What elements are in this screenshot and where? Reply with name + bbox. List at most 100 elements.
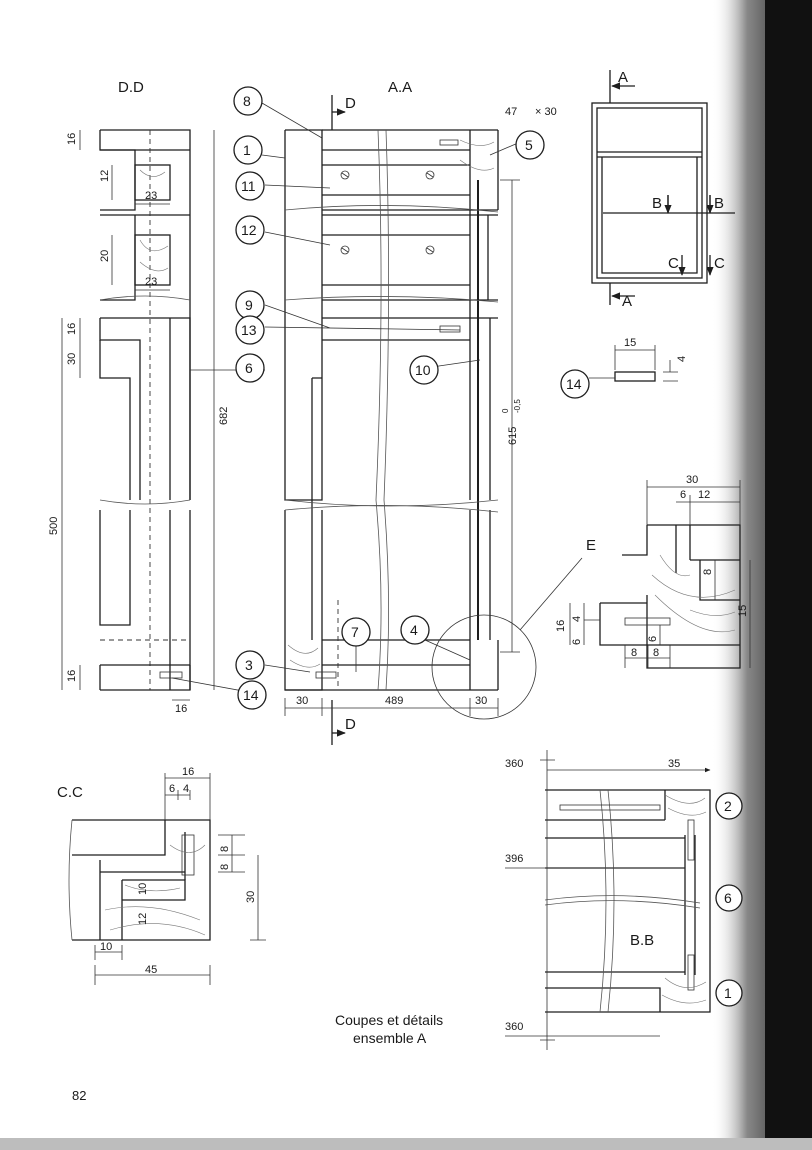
- dd-dim-5: 16: [66, 323, 78, 335]
- caption-line-1: Coupes et détails: [335, 1012, 443, 1028]
- cc-dim-4: 8: [219, 864, 231, 870]
- tolerance-lower: -0,5: [513, 399, 522, 413]
- section-cc: C.C 16 6 4 8 8 10 12 30 10 45: [57, 766, 266, 985]
- detail-e: 30 6 12 8 15 16 4 6 6 8 8: [555, 474, 751, 669]
- aa-cut-d-top: D: [345, 95, 356, 112]
- detail-e-dim-0: 30: [686, 474, 698, 486]
- part-14: 15 4: [589, 337, 688, 382]
- aa-dim-0: 47: [505, 106, 517, 118]
- aa-dim-2: 615: [507, 427, 519, 445]
- dd-dim-7: 500: [48, 517, 60, 535]
- caption-line-2: ensemble A: [353, 1030, 427, 1046]
- section-bb-title: B.B: [630, 932, 654, 949]
- aa-dim-1: × 30: [535, 106, 557, 118]
- detail-e-dim-4: 15: [737, 605, 749, 617]
- callout-1: 1: [233, 135, 263, 165]
- dd-dim-6: 30: [66, 353, 78, 365]
- callout-4: 4: [400, 615, 430, 645]
- bb-dim-3: 360: [505, 1021, 523, 1033]
- elev-cut-b-left: B: [652, 195, 662, 212]
- svg-text:8: 8: [243, 93, 251, 109]
- svg-text:6: 6: [245, 360, 253, 376]
- svg-text:11: 11: [241, 178, 256, 194]
- bb-dim-2: 396: [505, 853, 523, 865]
- callout-6-bb: 6: [715, 884, 743, 912]
- elev-cut-c-right: C: [714, 255, 725, 272]
- callout-10: 10: [409, 355, 439, 385]
- section-aa: A.A D D 47 × 30: [284, 79, 596, 745]
- cc-dim-7: 30: [245, 891, 257, 903]
- svg-text:3: 3: [245, 657, 253, 673]
- svg-text:9: 9: [245, 297, 253, 313]
- elev-cut-b-right: B: [714, 195, 724, 212]
- cc-dim-9: 45: [145, 964, 157, 976]
- section-cc-title: C.C: [57, 784, 83, 801]
- callout-1-bb: 1: [715, 979, 743, 1007]
- elev-cut-a-top: A: [618, 69, 628, 86]
- svg-text:1: 1: [724, 985, 732, 1001]
- cc-dim-3: 8: [219, 846, 231, 852]
- callout-5: 5: [515, 130, 545, 160]
- elev-cut-a-bottom: A: [622, 293, 632, 310]
- cc-dim-6: 12: [137, 913, 149, 925]
- svg-text:12: 12: [241, 222, 257, 238]
- svg-text:14: 14: [566, 376, 582, 392]
- dd-dim-2: 23: [145, 190, 157, 202]
- cc-dim-1: 6: [169, 783, 175, 795]
- callout-6: 6: [235, 353, 265, 383]
- detail-e-dim-7: 6: [571, 639, 583, 645]
- cc-dim-0: 16: [182, 766, 194, 778]
- callout-2: 2: [715, 792, 743, 820]
- aa-cut-d-bottom: D: [345, 716, 356, 733]
- aa-dim-4: 489: [385, 695, 403, 707]
- detail-e-dim-3: 8: [702, 569, 714, 575]
- dd-dim-10: 16: [175, 703, 187, 715]
- elev-cut-c-left: C: [668, 255, 679, 272]
- svg-text:6: 6: [724, 890, 732, 906]
- dd-dim-4: 23: [145, 276, 157, 288]
- svg-text:1: 1: [243, 142, 251, 158]
- svg-text:14: 14: [243, 687, 259, 703]
- detail-e-dim-5: 16: [555, 620, 567, 632]
- bb-dim-1: 35: [668, 758, 680, 770]
- detail-e-dim-10: 8: [653, 647, 659, 659]
- callout-3: 3: [235, 650, 265, 680]
- svg-text:5: 5: [525, 137, 533, 153]
- svg-text:13: 13: [241, 322, 257, 338]
- bottom-edge-shadow: [0, 1138, 812, 1150]
- callout-11: 11: [235, 171, 265, 201]
- page-number: 82: [72, 1088, 86, 1103]
- front-elevation: A A B B C C: [591, 69, 735, 310]
- callout-14-part: 14: [560, 369, 590, 399]
- callout-14: 14: [237, 680, 267, 710]
- dd-dim-8: 682: [218, 407, 230, 425]
- section-dd-title: D.D: [118, 79, 144, 96]
- detail-e-dim-8: 6: [647, 636, 659, 642]
- svg-text:2: 2: [724, 798, 732, 814]
- dd-dim-1: 12: [99, 170, 111, 182]
- detail-e-dim-6: 4: [571, 616, 583, 622]
- section-bb: B.B 360 35 396 360: [505, 750, 710, 1050]
- part14-dim-0: 15: [624, 337, 636, 349]
- binding-dark: [765, 0, 812, 1150]
- cc-dim-8: 10: [100, 941, 112, 953]
- aa-dim-5: 30: [475, 695, 487, 707]
- callout-bubbles: 1 2 3 4 5 6 6 1 7 8 9 10 11 12 13 14 14: [171, 86, 743, 1007]
- tolerance-upper: 0: [501, 408, 510, 413]
- dd-dim-9: 16: [66, 670, 78, 682]
- bb-dim-0: 360: [505, 758, 523, 770]
- part14-dim-1: 4: [676, 356, 688, 362]
- section-dd: D.D 16 12 23 20 23 16 30 500 682 16 16: [48, 79, 230, 715]
- cc-dim-2: 4: [183, 783, 189, 795]
- detail-e-dim-2: 12: [698, 489, 710, 501]
- aa-dim-3: 30: [296, 695, 308, 707]
- cc-dim-5: 10: [137, 883, 149, 895]
- callout-12: 12: [235, 215, 265, 245]
- callout-7: 7: [341, 617, 371, 647]
- dd-dim-0: 16: [66, 133, 78, 145]
- svg-text:7: 7: [351, 624, 359, 640]
- callout-8: 8: [233, 86, 263, 116]
- detail-e-dim-1: 6: [680, 489, 686, 501]
- svg-text:4: 4: [410, 622, 418, 638]
